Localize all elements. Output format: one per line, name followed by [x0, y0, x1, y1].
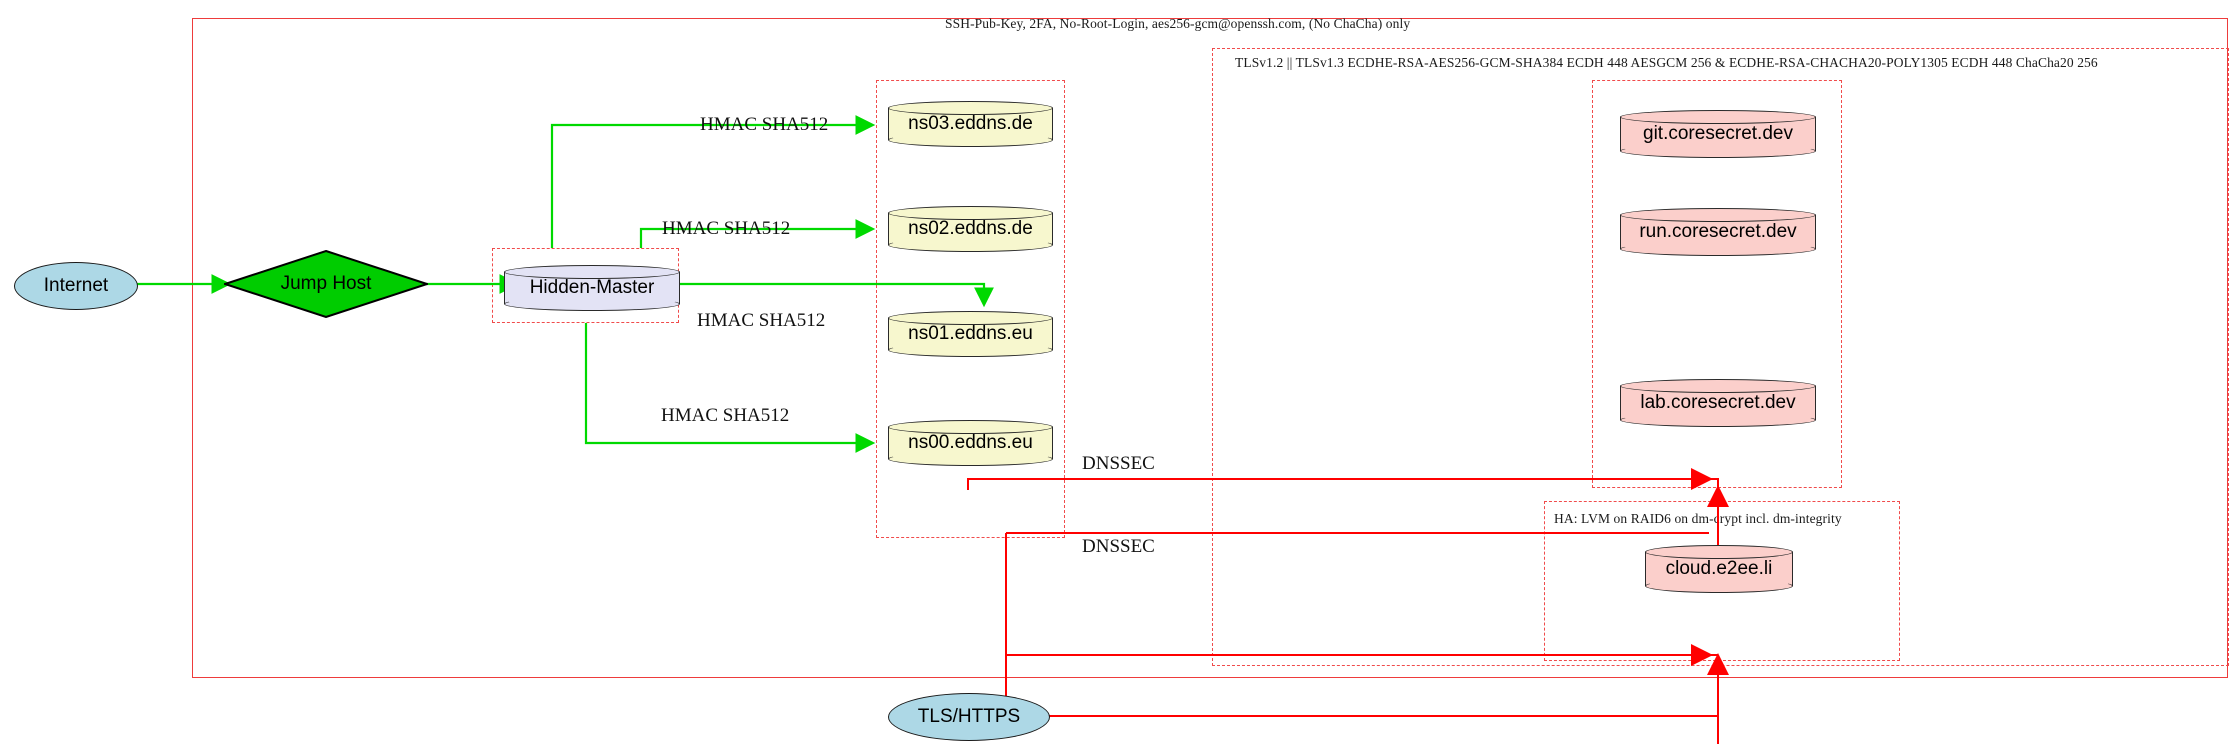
node-lab-coresecret[interactable]: lab.coresecret.dev: [1620, 379, 1816, 427]
node-ns03-label: ns03.eddns.de: [908, 113, 1033, 134]
node-git-coresecret[interactable]: git.coresecret.dev: [1620, 110, 1816, 158]
cylinder-bottom: [888, 133, 1053, 147]
node-internet[interactable]: Internet: [14, 262, 138, 310]
node-hidden-master[interactable]: Hidden-Master: [504, 265, 680, 311]
node-cloud-e2ee-label: cloud.e2ee.li: [1665, 558, 1773, 579]
boundary-tls-zone-label: TLSv1.2 || TLSv1.3 ECDHE-RSA-AES256-GCM-…: [1235, 55, 2098, 70]
cylinder-top: [888, 420, 1053, 434]
node-run-coresecret[interactable]: run.coresecret.dev: [1620, 208, 1816, 256]
cylinder-bottom: [1620, 144, 1816, 158]
node-run-coresecret-label: run.coresecret.dev: [1639, 221, 1797, 242]
edge-label-hmac-2: HMAC SHA512: [697, 310, 826, 331]
node-ns01[interactable]: ns01.eddns.eu: [888, 311, 1053, 357]
cylinder-top: [888, 101, 1053, 115]
cylinder-top: [1620, 110, 1816, 124]
cylinder-top: [1645, 545, 1793, 559]
cylinder-bottom: [888, 452, 1053, 466]
node-tls-https-label: TLS/HTTPS: [917, 706, 1021, 727]
node-git-coresecret-label: git.coresecret.dev: [1643, 123, 1793, 144]
cylinder-bottom: [1620, 242, 1816, 256]
node-ns00-label: ns00.eddns.eu: [908, 432, 1033, 453]
node-hidden-master-label: Hidden-Master: [529, 277, 655, 298]
edge-label-hmac-1: HMAC SHA512: [662, 218, 791, 239]
cylinder-top: [504, 265, 680, 279]
boundary-ssh-zone-label: SSH-Pub-Key, 2FA, No-Root-Login, aes256-…: [945, 16, 1411, 31]
node-cloud-e2ee[interactable]: cloud.e2ee.li: [1645, 545, 1793, 593]
cylinder-top: [1620, 379, 1816, 393]
edge-label-dnssec-0: DNSSEC: [1082, 453, 1155, 474]
edge-label-hmac-3: HMAC SHA512: [661, 405, 790, 426]
cylinder-top: [888, 206, 1053, 220]
node-ns03[interactable]: ns03.eddns.de: [888, 101, 1053, 147]
cylinder-bottom: [1620, 413, 1816, 427]
cylinder-top: [1620, 208, 1816, 222]
node-ns00[interactable]: ns00.eddns.eu: [888, 420, 1053, 466]
node-ns02[interactable]: ns02.eddns.de: [888, 206, 1053, 252]
boundary-ssh-zone: [192, 18, 2228, 678]
boundary-dns-cluster-zone: [876, 80, 1065, 538]
node-ns02-label: ns02.eddns.de: [908, 218, 1033, 239]
edge-label-hmac-0: HMAC SHA512: [700, 114, 829, 135]
node-ns01-label: ns01.eddns.eu: [908, 323, 1033, 344]
edge-label-dnssec-1: DNSSEC: [1082, 536, 1155, 557]
node-lab-coresecret-label: lab.coresecret.dev: [1640, 392, 1796, 413]
boundary-ha-zone-label: HA: LVM on RAID6 on dm-crypt incl. dm-in…: [1554, 511, 1842, 526]
cylinder-top: [888, 311, 1053, 325]
node-jump-host[interactable]: Jump Host: [221, 249, 431, 319]
cylinder-bottom: [888, 343, 1053, 357]
node-internet-label: Internet: [43, 275, 109, 296]
cylinder-bottom: [504, 297, 680, 311]
node-tls-https[interactable]: TLS/HTTPS: [888, 693, 1050, 741]
cylinder-bottom: [1645, 579, 1793, 593]
cylinder-bottom: [888, 238, 1053, 252]
jump-host-shape: [221, 249, 431, 319]
